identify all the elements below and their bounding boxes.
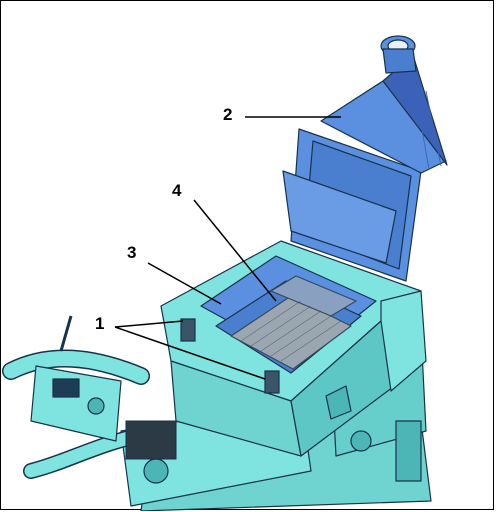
callout-label-3: 3 xyxy=(127,243,137,262)
clamps xyxy=(180,318,280,394)
leader-lines xyxy=(114,116,341,380)
machine-body xyxy=(160,240,427,457)
callout-label-1: 1 xyxy=(95,314,105,333)
hopper-tray xyxy=(200,255,377,374)
hopper-lid xyxy=(282,35,448,282)
front-box xyxy=(125,420,177,460)
callout-label-2: 2 xyxy=(223,105,233,124)
callout-label-4: 4 xyxy=(172,181,182,200)
